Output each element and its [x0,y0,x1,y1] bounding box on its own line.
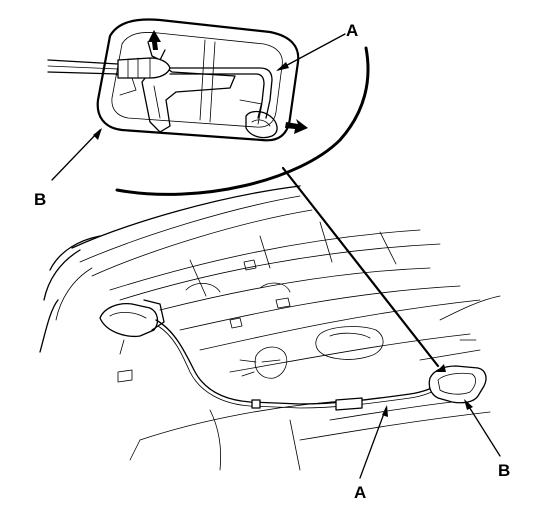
callout-inset-bracket: B [34,190,46,209]
release-cable [155,319,441,405]
inset-up-arrow [148,30,161,50]
callout-main-cable: A [354,483,366,502]
inset-bracket-housing [96,18,300,142]
inset-detail-view [47,18,370,196]
floor-opening [315,326,384,360]
release-bracket [428,365,487,404]
inset-cable-end-hook [245,110,278,139]
callout-inset-cable: A [346,21,358,40]
inset-leader-b [51,129,101,181]
vehicle-rear-view [39,185,501,479]
inset-cable-sheath [47,59,119,65]
cable-clip-2 [251,399,261,409]
inset-inner-cable [169,67,273,119]
inset-cable-fitting [117,57,171,79]
cable-clip-1 [335,397,363,411]
inset-pull-arrow [285,119,308,134]
inset-bracket-inner-rim [111,32,283,128]
inset-leader-a [277,33,346,71]
main-leader-b [465,401,501,457]
left-lock-assembly [99,302,159,338]
detail-connector-line [281,166,440,368]
inset-boundary-arc [115,46,370,196]
callout-main-bracket: B [498,461,510,480]
trunk-mechanism [254,346,288,379]
main-leader-a [359,407,387,479]
